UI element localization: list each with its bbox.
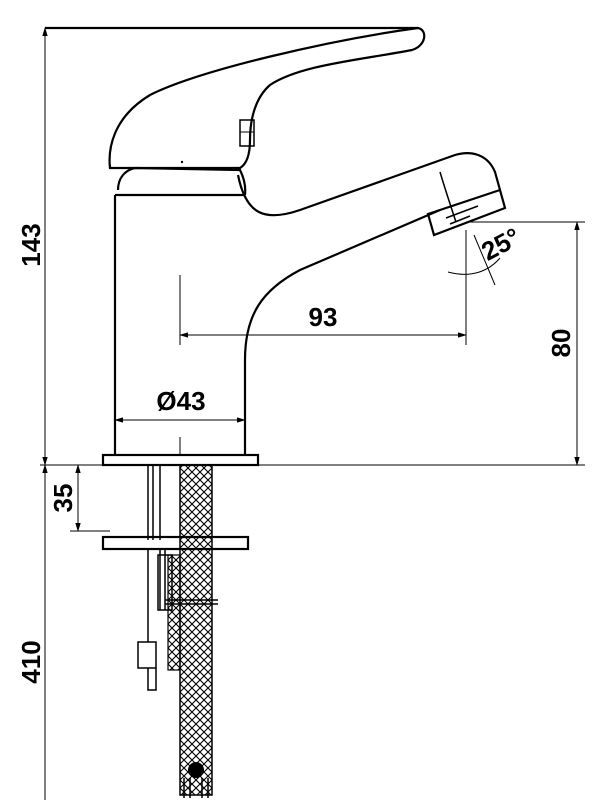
label-hose-length: 410	[16, 640, 46, 683]
aerator-mark	[445, 205, 479, 225]
lever-handle	[108, 26, 426, 170]
base-plate	[101, 453, 260, 467]
label-spout-reach: 93	[309, 302, 338, 332]
spout-top-edge	[236, 152, 502, 217]
hose-ferrule-left	[167, 554, 181, 671]
dim-line-angle	[447, 234, 501, 286]
label-spout-height: 80	[546, 329, 576, 358]
label-thread-length: 35	[48, 484, 78, 513]
stud-lower	[147, 549, 166, 642]
hose-end-fittings	[183, 778, 209, 798]
faucet-body	[45, 26, 507, 467]
dimension-lines	[40, 27, 585, 800]
mounting-washer	[101, 535, 250, 551]
dimension-labels: 143 93 80 Ø43 35 410 25°	[16, 222, 576, 684]
aerator	[426, 188, 507, 237]
handle-screw	[239, 119, 255, 147]
label-spout-angle: 25°	[476, 222, 525, 267]
stud-tip	[147, 668, 157, 691]
stud-nut	[137, 641, 157, 669]
hose-end-nut	[188, 762, 204, 778]
hose-clip	[165, 599, 218, 605]
body-collar	[115, 166, 247, 197]
aerator-tip	[439, 171, 457, 223]
handle-dot	[180, 160, 184, 164]
threaded-stud	[147, 465, 161, 540]
under-basin-fittings	[101, 464, 250, 798]
label-total-height: 143	[16, 223, 46, 266]
label-body-diameter: Ø43	[156, 386, 205, 416]
braided-hose	[179, 464, 213, 796]
body-right-edge	[243, 208, 441, 455]
